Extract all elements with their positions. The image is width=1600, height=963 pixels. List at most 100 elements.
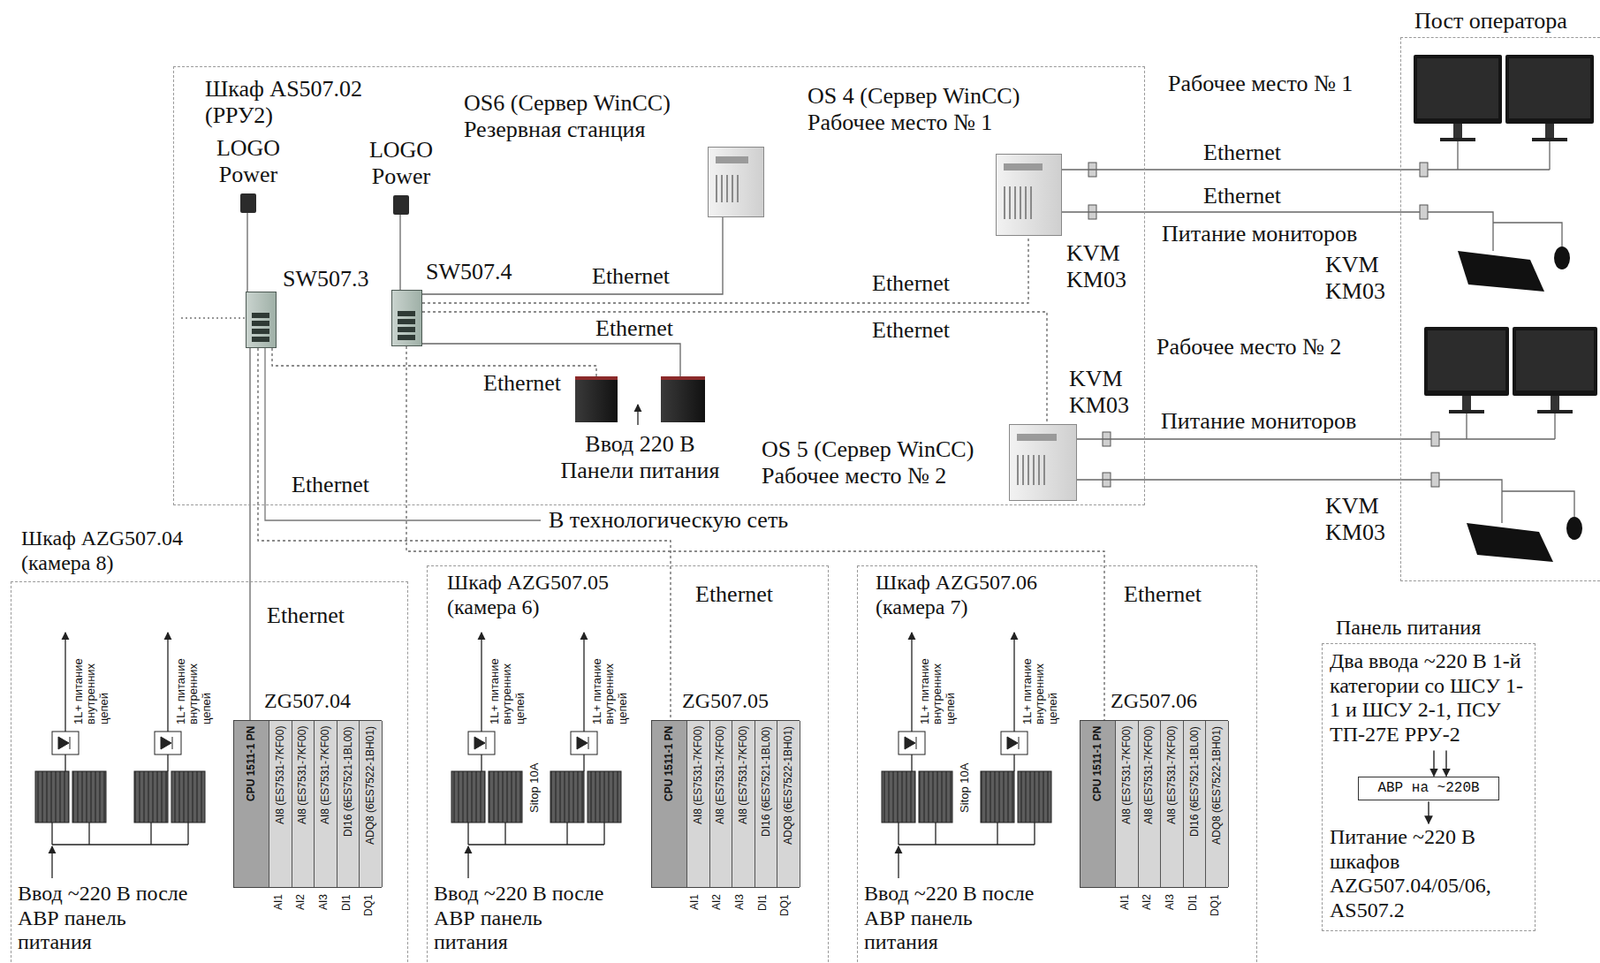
monitor xyxy=(1505,54,1594,124)
circuit-label: 1L+ питание внутренних цепей xyxy=(174,636,213,725)
power-input-arrow xyxy=(636,404,638,425)
cabinet-title: Шкаф AZG507.06 (камера 7) xyxy=(875,570,1106,620)
panel-title: Панель питания xyxy=(1335,615,1481,641)
transfer-switch: АВР на ~220В xyxy=(1357,776,1500,801)
module-name: AI8 (ES7531-7KF00) xyxy=(1166,726,1179,825)
kvm-connector xyxy=(1088,162,1440,487)
module-name: ADQ8 (6ES7522-1BH01) xyxy=(1211,726,1224,845)
switch-ports xyxy=(397,310,416,341)
switch-ports xyxy=(251,311,270,342)
network-wire xyxy=(178,317,245,319)
connector-label: Ethernet xyxy=(870,270,952,297)
power-input-label: Ввод ~220 В после АВР панель питания xyxy=(17,881,199,956)
server-name: OS 5 (Сервер WinCC) Рабочее место № 2 xyxy=(761,436,1018,490)
connector-label: Ethernet xyxy=(590,263,672,290)
ethernet-connector xyxy=(1061,168,1401,170)
keyboard-mouse xyxy=(1466,523,1554,562)
module-name: CPU 1511-1 PN xyxy=(1091,726,1105,802)
plc-rack: ZG507.04CPU 1511-1 PNAI8 (ES7531-7KF00)A… xyxy=(233,720,382,888)
workstation-wire xyxy=(1400,413,1555,440)
module-name: AI8 (ES7531-7KF00) xyxy=(737,726,751,825)
io-module: DI16 (6ES7521-1BL00) xyxy=(1183,720,1207,888)
connector-label: Ethernet xyxy=(1122,581,1204,608)
channel-label: AI3 xyxy=(734,894,747,910)
plc-rack: ZG507.05CPU 1511-1 PNAI8 (ES7531-7KF00)A… xyxy=(651,720,800,888)
module-name: AI8 (ES7531-7KF00) xyxy=(319,726,333,825)
server-station: OS 4 (Сервер WinCC) Рабочее место № 1 xyxy=(995,153,1062,236)
connector-label: Ethernet xyxy=(870,317,952,344)
plc-name: ZG507.06 xyxy=(1080,689,1228,714)
module-name: DI16 (6ES7521-1BL00) xyxy=(760,726,774,837)
cabinet-title: Шкаф AZG507.05 (камера 6) xyxy=(447,570,677,620)
io-module: AI8 (ES7531-7KF00) xyxy=(1160,720,1184,888)
kvm-connector xyxy=(1431,472,1440,487)
server-drive xyxy=(1016,433,1057,441)
server-vents xyxy=(1003,186,1033,219)
note-label: Ethernet xyxy=(291,471,370,499)
node-text: Два ввода ~220 В 1-й категории со ШСУ 1-… xyxy=(1329,649,1528,747)
monitor xyxy=(1427,330,1506,391)
node-text: Питание ~220 В шкафов AZG507.04/05/06, A… xyxy=(1329,825,1528,923)
server-drive xyxy=(1003,163,1043,171)
module-name: AI8 (ES7531-7KF00) xyxy=(274,726,288,825)
kvm-label: KVM KM03 xyxy=(1066,240,1138,294)
cabinet-title: Пост оператора xyxy=(1414,7,1568,35)
power-supply: LOGO Power xyxy=(363,136,440,215)
ups-unit: Ввод 220 В Панели питания xyxy=(575,376,706,423)
monitor xyxy=(1424,326,1510,396)
monitor xyxy=(1413,54,1598,414)
switch-name: SW507.4 xyxy=(425,258,513,286)
io-module: AI8 (ES7531-7KF00) xyxy=(1115,720,1139,888)
panel-arrow xyxy=(1433,750,1434,776)
module-name: ADQ8 (6ES7522-1BH01) xyxy=(782,726,796,845)
connector-label: Ethernet xyxy=(1201,182,1283,210)
module-name: AI8 (ES7531-7KF00) xyxy=(714,726,728,825)
note-label: Рабочее место № 1 xyxy=(1167,70,1353,98)
channel-label: DQ1 xyxy=(363,894,376,917)
connector-label: Ethernet xyxy=(593,315,675,342)
monitor xyxy=(1440,137,1476,142)
channel-label: DI1 xyxy=(757,894,770,911)
connector-label: Ethernet xyxy=(1201,139,1283,167)
channel-label: AI2 xyxy=(1141,894,1154,910)
channel-label: AI1 xyxy=(689,894,702,910)
network-switch: SW507.4 xyxy=(391,289,423,347)
monitor xyxy=(1545,123,1555,138)
kvm-label: KVM KM03 xyxy=(1325,492,1396,546)
kvm-label: KVM KM03 xyxy=(1325,251,1396,305)
io-module: AI8 (ES7531-7KF00) xyxy=(687,720,711,888)
kvm-label: KVM KM03 xyxy=(1069,365,1140,419)
panel-arrow xyxy=(1427,801,1429,824)
node-text: LOGO Power xyxy=(210,135,287,189)
module-name: AI8 (ES7531-7KF00) xyxy=(1121,726,1134,825)
monitor xyxy=(1516,330,1594,391)
io-module: AI8 (ES7531-7KF00) xyxy=(732,720,756,888)
workstation-wire xyxy=(1400,212,1563,251)
monitor xyxy=(1462,395,1472,410)
operator-post: Пост оператора xyxy=(1400,37,1600,582)
io-module: ADQ8 (6ES7522-1BH01) xyxy=(1205,720,1229,888)
ethernet-connector xyxy=(422,311,1047,425)
circuit-label: 1L+ питание внутренних цепей xyxy=(1021,636,1060,725)
ethernet-connector xyxy=(422,217,723,295)
monitor xyxy=(1413,54,1502,124)
module-name: DI16 (6ES7521-1BL00) xyxy=(342,726,356,837)
monitor xyxy=(1550,395,1560,410)
keyboard-mouse xyxy=(1457,250,1545,292)
monitor xyxy=(1509,58,1591,119)
channel-label: AI3 xyxy=(318,894,331,910)
plc-rack: ZG507.06CPU 1511-1 PNAI8 (ES7531-7KF00)A… xyxy=(1079,720,1229,888)
channel-label: AI1 xyxy=(272,894,286,910)
server-station: OS6 (Сервер WinCC) Резервная станция xyxy=(707,146,765,218)
io-module: AI8 (ES7531-7KF00) xyxy=(269,720,293,888)
channel-label: AI1 xyxy=(1119,894,1132,910)
workstation-wire xyxy=(1400,479,1575,524)
io-module: AI8 (ES7531-7KF00) xyxy=(292,720,316,888)
cabinet-title: Шкаф AS507.02 (РРУ2) xyxy=(204,75,391,129)
channel-label: AI2 xyxy=(711,894,724,910)
module-name: CPU 1511-1 PN xyxy=(663,726,676,802)
keyboard-mouse xyxy=(1566,516,1583,540)
channel-label: DI1 xyxy=(341,894,354,911)
keyboard-mouse xyxy=(1554,246,1570,270)
plc-name: ZG507.05 xyxy=(652,689,799,714)
